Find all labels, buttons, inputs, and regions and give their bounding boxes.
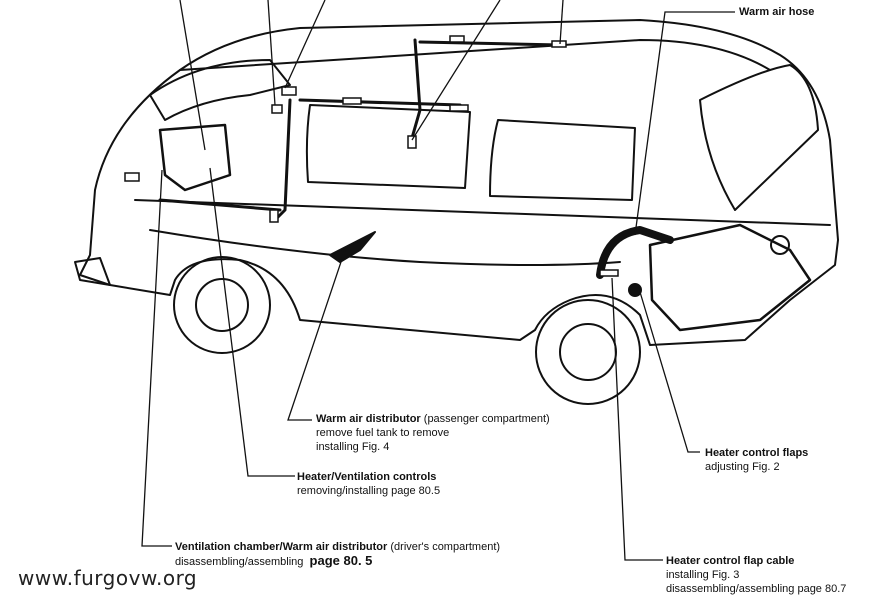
van-body-outline	[79, 19, 839, 346]
duct-clip	[342, 97, 362, 105]
leader-wad-passenger	[287, 249, 346, 421]
side-duct	[298, 98, 462, 107]
duct-clip	[124, 172, 140, 182]
duct-clip	[449, 104, 469, 112]
leader-top-4	[411, 0, 501, 141]
duct-clip	[449, 35, 465, 43]
heater-box	[158, 123, 232, 192]
label-warm-air-distributor-passenger: Warm air distributor (passenger compartm…	[316, 413, 550, 453]
duct-clip	[407, 135, 417, 149]
van-belt-line	[134, 199, 831, 226]
leader-hcf	[639, 291, 700, 453]
van-window-middle	[489, 119, 636, 201]
engine-block	[648, 223, 812, 332]
van-windshield	[149, 59, 291, 121]
front-wheel-hub	[195, 278, 249, 332]
van-roof-line	[179, 39, 771, 71]
duct-clip	[269, 209, 279, 223]
duct-clip	[271, 104, 283, 114]
warm-air-hose	[596, 226, 674, 279]
label-heater-ventilation-controls: Heater/Ventilation controls removing/ins…	[297, 471, 441, 497]
label-heater-control-flap-cable: Heater control flap cable installing Fig…	[666, 555, 847, 595]
van-front-bumper	[74, 257, 111, 286]
roof-duct-2	[418, 40, 562, 47]
duct-clip	[599, 269, 619, 277]
label-heater-control-flaps: Heater control flaps adjusting Fig. 2	[705, 447, 809, 473]
rear-wheel-hub	[559, 323, 617, 381]
duct-clip	[281, 86, 297, 96]
warm-air-distributor-passenger	[329, 231, 376, 263]
watermark-text: www.furgovw.org	[18, 566, 198, 590]
floor-duct	[158, 198, 282, 212]
van-body-crease	[149, 229, 621, 266]
label-warm-air-hose: Warm air hose	[739, 6, 815, 18]
duct-clip	[551, 40, 567, 48]
leader-warm-air-hose	[634, 11, 735, 236]
front-wheel	[173, 256, 271, 354]
leader-hvc	[209, 167, 295, 477]
leader-top-3	[284, 0, 326, 89]
leader-hcfc	[611, 277, 663, 561]
van-window-rear	[699, 64, 819, 211]
roof-duct	[408, 38, 422, 147]
label-ventilation-chamber: Ventilation chamber/Warm air distributor…	[175, 541, 501, 568]
leader-top-2	[267, 0, 276, 106]
rear-wheel	[535, 299, 641, 405]
heater-control-flap	[628, 283, 642, 297]
leader-vc	[141, 169, 172, 547]
van-window-front	[305, 104, 471, 189]
engine-pulley	[770, 235, 790, 255]
vertical-duct	[273, 98, 292, 222]
leader-top-5	[559, 0, 564, 45]
leader-top-1	[179, 0, 206, 151]
